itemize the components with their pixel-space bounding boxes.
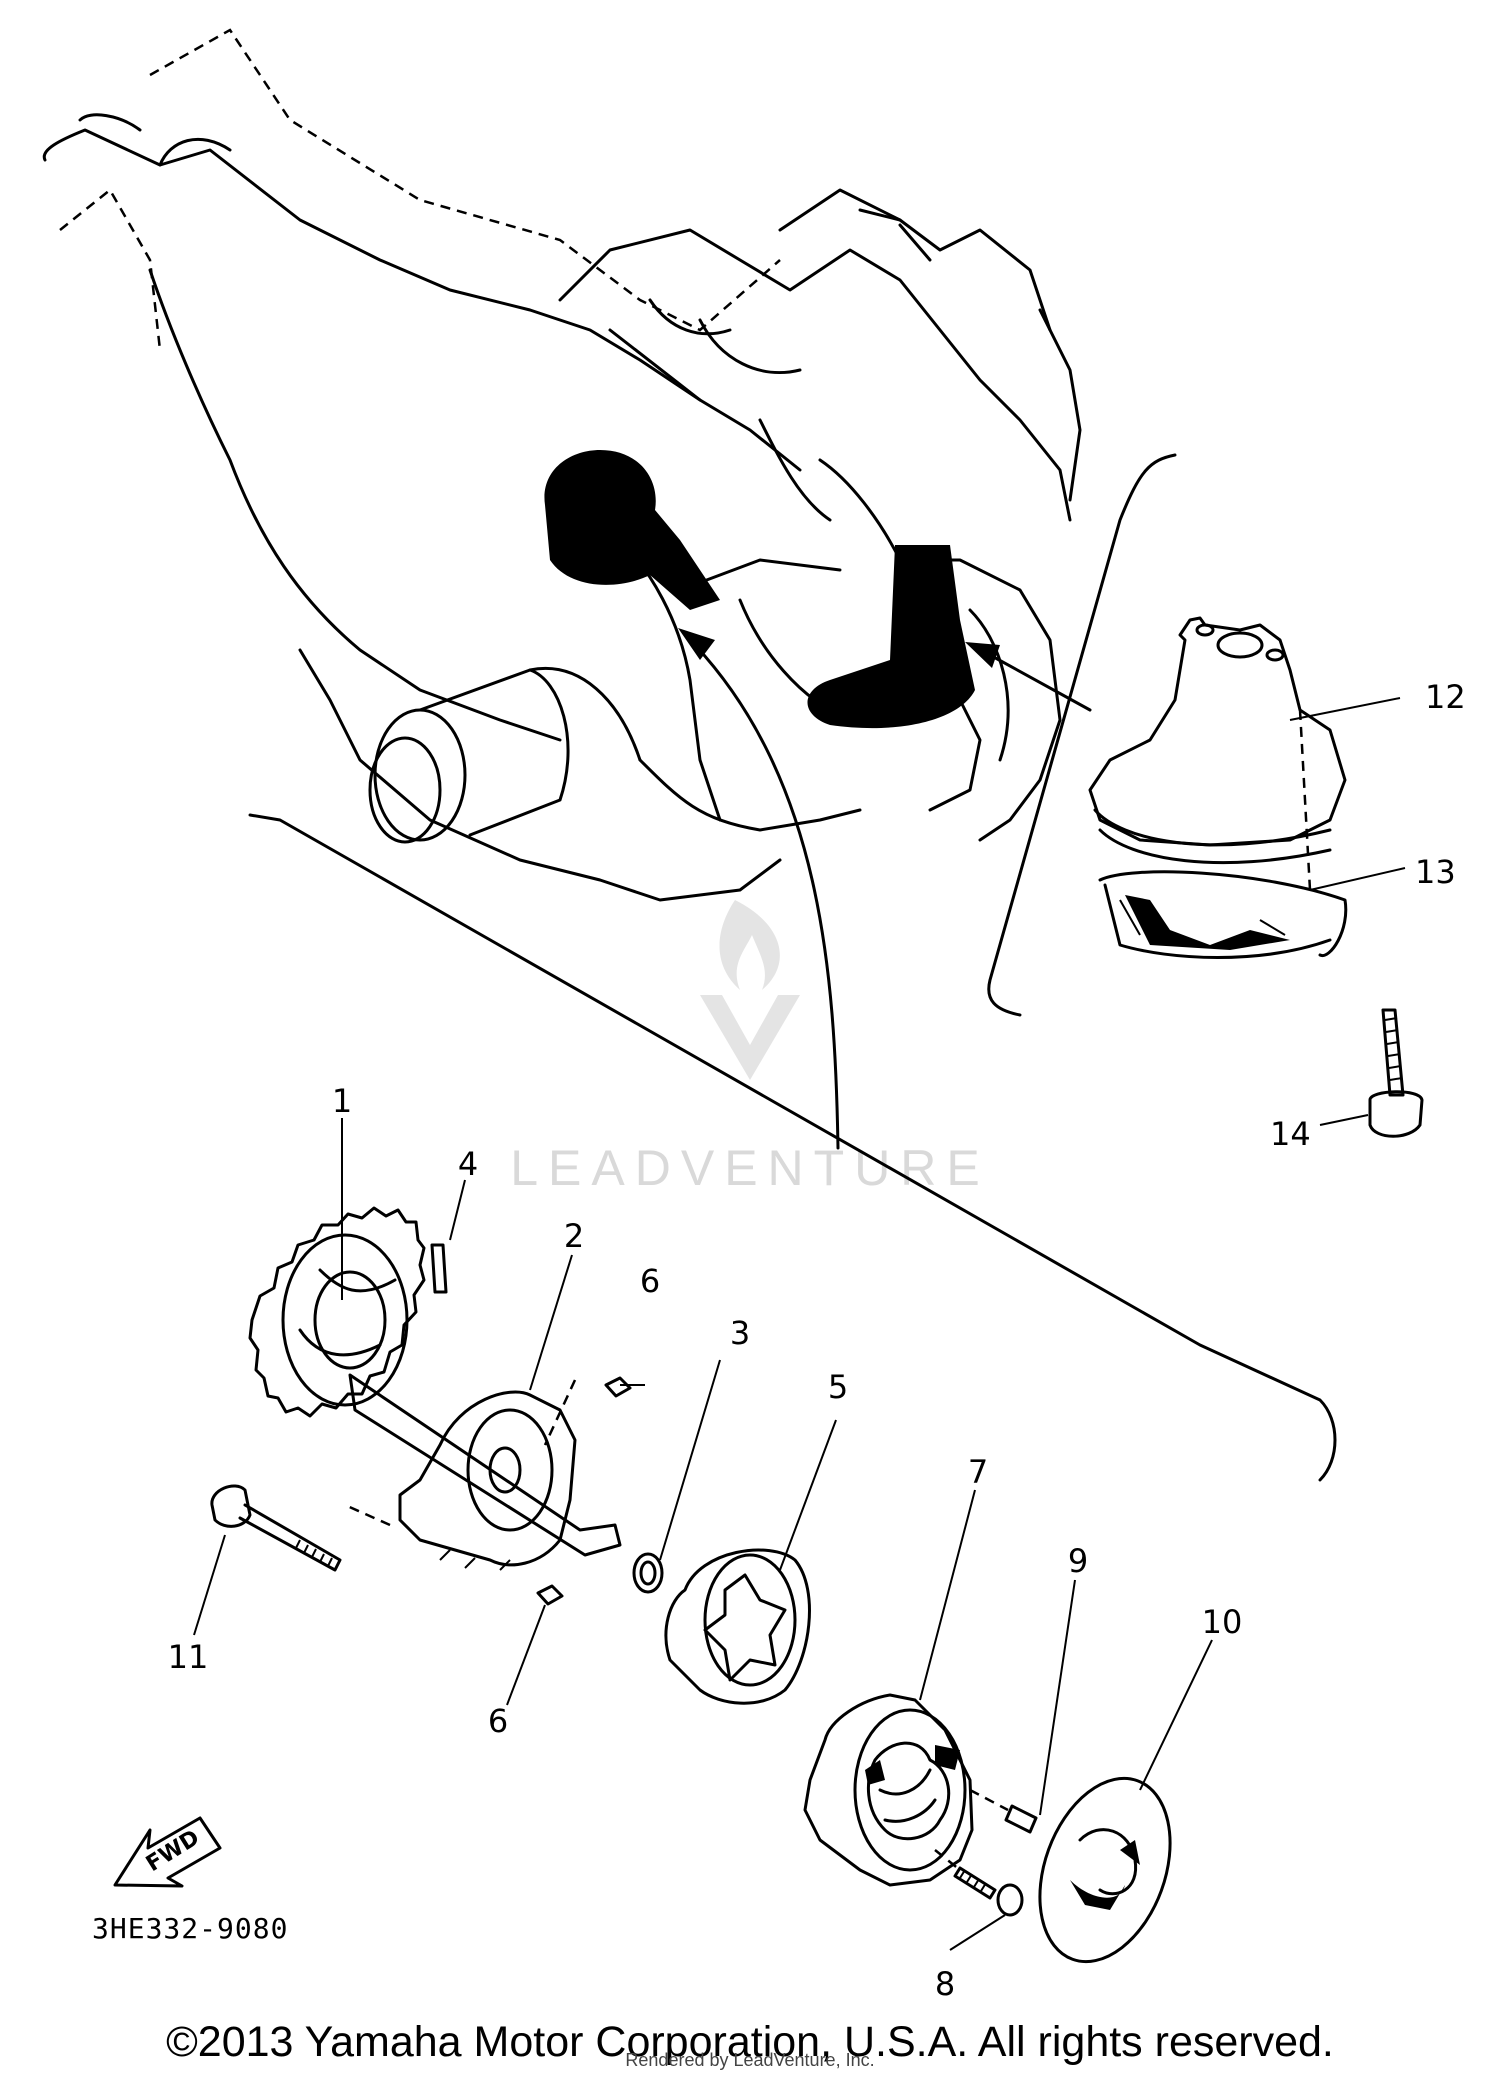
callout-labels: 1 2 3 4 5 6 6 7 8 9 10 11 12 13 14 bbox=[168, 678, 1466, 2003]
callout-3: 3 bbox=[730, 1314, 750, 1352]
fwd-direction-arrow: FWD bbox=[113, 1816, 222, 1888]
callout-6-bottom: 6 bbox=[488, 1702, 508, 1740]
divider-line-right bbox=[987, 453, 1177, 1017]
oil-passage-port-right bbox=[807, 545, 975, 729]
callout-leaders bbox=[193, 697, 1406, 1951]
part-4-dowel-pin bbox=[430, 1243, 448, 1294]
diagram-reference-code: 3HE332-9080 bbox=[92, 1912, 288, 1945]
callout-6-top: 6 bbox=[640, 1262, 660, 1300]
part-10-pump-cover-plate bbox=[1038, 1776, 1172, 1964]
callout-12: 12 bbox=[1425, 678, 1466, 716]
part-2-pump-housing bbox=[344, 1379, 577, 1571]
part-3-circlip bbox=[632, 1552, 664, 1594]
leadventure-watermark: LEADVENTURE bbox=[510, 900, 990, 1196]
part-8-screw bbox=[934, 1849, 1024, 1917]
part-5-inner-rotor bbox=[664, 1548, 811, 1705]
callout-2: 2 bbox=[564, 1217, 584, 1255]
part-6-dowel-top bbox=[604, 1376, 632, 1398]
part-11-bolt bbox=[210, 1484, 342, 1572]
callout-4: 4 bbox=[458, 1145, 478, 1183]
callout-13: 13 bbox=[1415, 853, 1456, 891]
assembly-arrow-pump bbox=[678, 628, 840, 1150]
oil-passage-port-left bbox=[544, 450, 720, 610]
callout-1: 1 bbox=[332, 1082, 352, 1120]
oil-pump-shaft bbox=[348, 1373, 622, 1557]
part-13-strainer-screen bbox=[1098, 870, 1348, 957]
callout-7: 7 bbox=[968, 1453, 988, 1491]
callout-5: 5 bbox=[828, 1368, 848, 1406]
callout-8: 8 bbox=[935, 1965, 955, 2003]
callout-11: 11 bbox=[168, 1638, 209, 1676]
part-14-strainer-bolt bbox=[1368, 1008, 1424, 1138]
watermark-text: LEADVENTURE bbox=[510, 1140, 990, 1196]
rendered-by-note: Rendered by LeadVenture, Inc. bbox=[625, 2050, 875, 2070]
callout-9: 9 bbox=[1068, 1542, 1088, 1580]
assembly-arrow-strainer bbox=[965, 642, 1092, 712]
part-6-dowel-bottom bbox=[536, 1584, 564, 1606]
divider-line-left bbox=[248, 813, 1337, 1482]
callout-14: 14 bbox=[1270, 1115, 1311, 1153]
part-9-pin bbox=[969, 1788, 1038, 1834]
part-7-pump-cover-rotor bbox=[803, 1693, 974, 1887]
copyright-notice: ©2013 Yamaha Motor Corporation, U.S.A. A… bbox=[166, 2018, 1334, 2066]
callout-10: 10 bbox=[1202, 1603, 1243, 1641]
part-1-oil-pump-gear bbox=[248, 1206, 426, 1418]
engine-crankcase bbox=[42, 28, 1082, 902]
part-12-oil-strainer bbox=[1088, 616, 1347, 959]
